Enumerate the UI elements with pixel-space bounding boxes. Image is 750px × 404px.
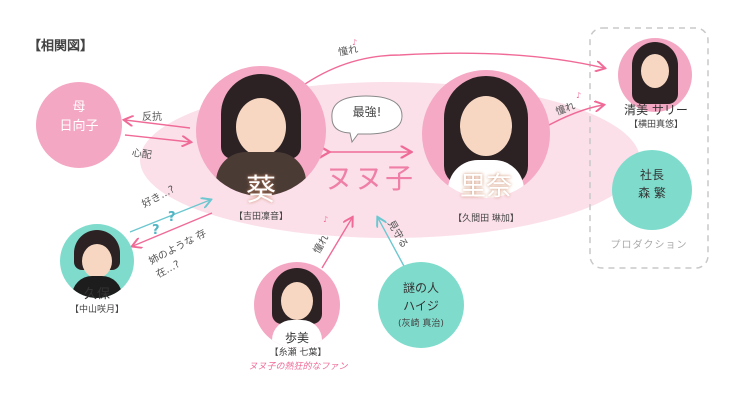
arrow-mother-to-aoi [124,134,190,142]
center-label: ヌヌ子 [324,162,415,195]
kubo-photo [60,224,134,298]
rina-photo [422,70,550,198]
president-circle [612,150,692,230]
rina-name: 里奈 [459,172,512,202]
arrow-kubo-to-aoi [129,200,210,233]
arrow-aoi-to-mother [125,120,191,129]
haiji-title: 謎の人 [402,281,439,295]
arrow-aoi-to-sally [289,52,604,96]
aoi-actor: 【吉田凜音】 [233,212,288,222]
rina-actor: 【久間田 琳加】 [453,214,519,224]
president-name: 森 繁 [638,186,666,200]
sally-name: 清美 サリー [624,103,688,117]
mother-circle [36,82,122,168]
kubo-actor: 【中山咲月】 [69,305,124,315]
ayumi-note: ヌヌ子の熱狂的なファン [248,362,348,372]
rel-aoi-to-mother: 反抗 [142,112,162,123]
president-role: 社長 [639,168,664,182]
arrow-ayumi-to-center [321,218,352,269]
badge-text: 最強! [352,105,382,119]
chart-title: 【相関図】 [28,39,94,54]
mother-role: 母 [72,100,86,115]
svg-text:♪: ♪ [352,38,357,47]
haiji-name: ハイジ [403,299,439,313]
rel-mother-to-aoi: 心配 [131,147,153,162]
svg-text:♪: ♪ [576,91,581,100]
arrow-haiji-to-center [378,218,406,269]
arrow-aoi-to-kubo [133,212,213,246]
production-label: プロダクション [610,240,688,251]
mother-name: 日向子 [59,119,99,134]
ayumi-photo [254,262,340,348]
sally-actor: 【横田真悠】 [628,120,683,130]
production-box [589,27,709,269]
ayumi-name: 歩美 [284,331,309,345]
sally-photo [618,38,692,112]
svg-text:?: ? [168,210,176,225]
haiji-actor: (灰崎 真治) [398,319,444,329]
haiji-circle [378,262,464,348]
aoi-name: 葵 [246,173,276,208]
ayumi-actor: 【糸瀬 七葉】 [269,348,327,358]
svg-text:?: ? [152,223,160,238]
badge-bubble [331,95,403,144]
kubo-name: 久保 [83,287,110,302]
svg-text:♪: ♪ [323,215,328,224]
aoi-photo [196,66,326,196]
